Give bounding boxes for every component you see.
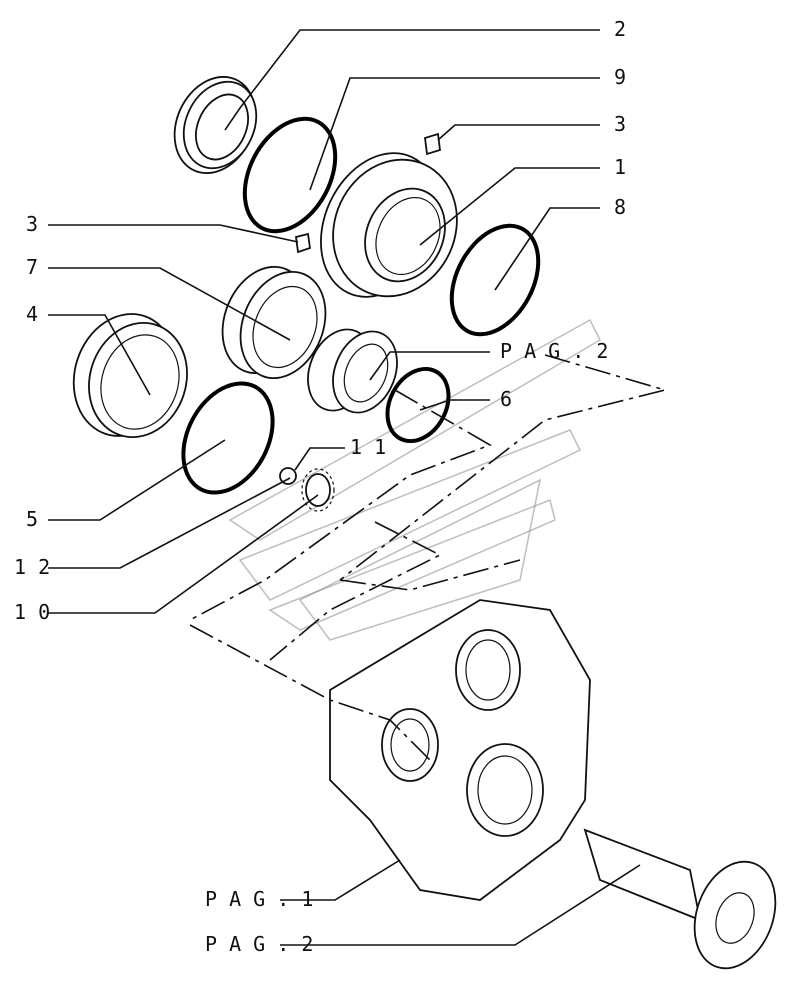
watermark-logo bbox=[228, 318, 601, 641]
part-4-cover bbox=[72, 313, 188, 439]
callout-7: 7 bbox=[26, 255, 38, 279]
part-1-housing bbox=[320, 152, 458, 298]
leader-lines bbox=[48, 29, 641, 946]
callout-pag-1-bottom: P A G . 1 bbox=[205, 887, 313, 911]
callout-4: 4 bbox=[26, 302, 38, 326]
callout-9: 9 bbox=[614, 65, 626, 89]
callout-pag-2-bottom: P A G . 2 bbox=[205, 932, 313, 956]
callout-12: 1 2 bbox=[14, 555, 50, 579]
callout-pag-2-top: P A G . 2 bbox=[500, 339, 608, 363]
callout-11: 1 1 bbox=[350, 435, 386, 459]
gearbox-plate bbox=[329, 599, 591, 901]
part-8-ring bbox=[449, 223, 541, 337]
callout-6: 6 bbox=[500, 387, 512, 411]
part-3-key-top bbox=[424, 132, 441, 156]
callout-8: 8 bbox=[614, 195, 626, 219]
part-10-gear bbox=[301, 468, 335, 512]
part-7-sleeve bbox=[221, 265, 327, 380]
part-12-clip bbox=[279, 467, 297, 485]
part-5-ring bbox=[181, 381, 275, 495]
callout-3-left: 3 bbox=[26, 212, 38, 236]
part-9-ring bbox=[242, 116, 338, 234]
callout-10: 1 0 bbox=[14, 600, 50, 624]
part-2-seal bbox=[173, 76, 258, 174]
alignment-lines bbox=[189, 354, 669, 761]
callout-1: 1 bbox=[614, 155, 626, 179]
callout-5: 5 bbox=[26, 507, 38, 531]
needle-bearing bbox=[307, 328, 398, 414]
callout-3-top: 3 bbox=[614, 112, 626, 136]
callout-2: 2 bbox=[614, 17, 626, 41]
part-3-key-lower bbox=[295, 232, 311, 254]
output-shaft bbox=[583, 828, 777, 970]
